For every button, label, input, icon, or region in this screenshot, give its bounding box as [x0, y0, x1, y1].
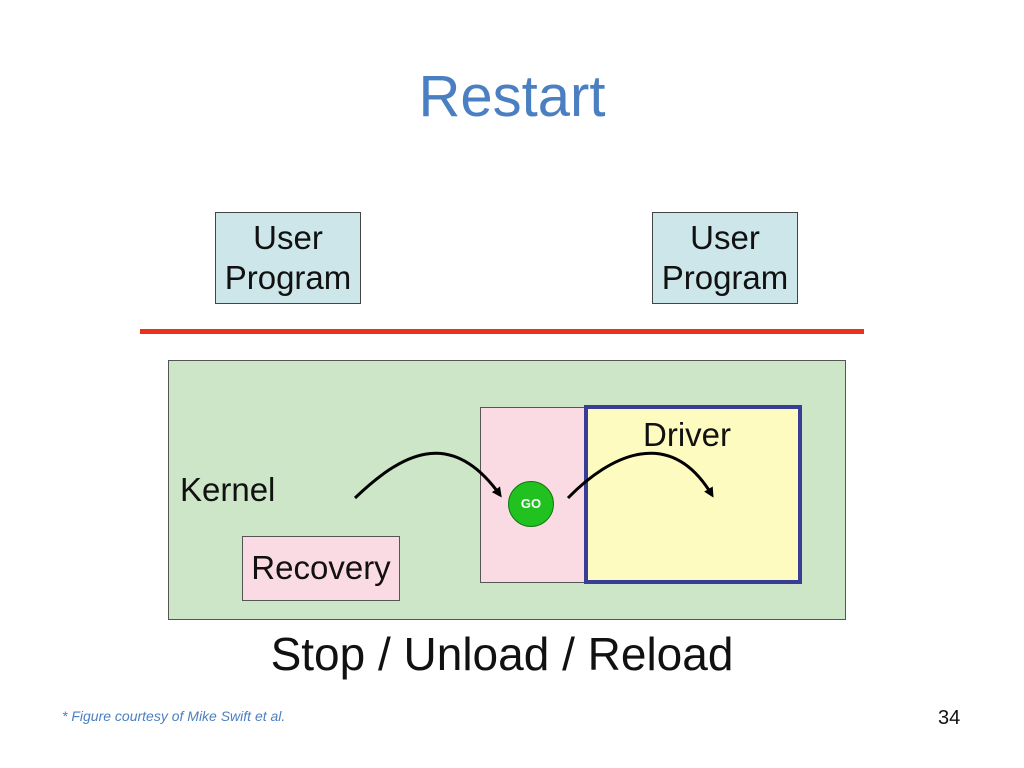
slide-title: Restart [418, 64, 606, 129]
recovery-box: Recovery [242, 536, 400, 601]
user-program-box-left: User Program [215, 212, 361, 304]
user-program-left-line2: Program [224, 259, 352, 296]
driver-label: Driver [643, 416, 731, 453]
kernel-label: Kernel [180, 471, 276, 508]
go-badge: GO [508, 481, 554, 527]
user-kernel-divider [140, 329, 864, 334]
user-program-right-line1: User [690, 219, 760, 256]
user-program-box-right: User Program [652, 212, 798, 304]
page-number: 34 [938, 707, 961, 729]
user-program-left-line1: User [253, 219, 323, 256]
user-program-right-line2: Program [661, 259, 789, 296]
figure-credit: * Figure courtesy of Mike Swift et al. [62, 708, 286, 724]
slide-caption: Stop / Unload / Reload [270, 628, 734, 680]
